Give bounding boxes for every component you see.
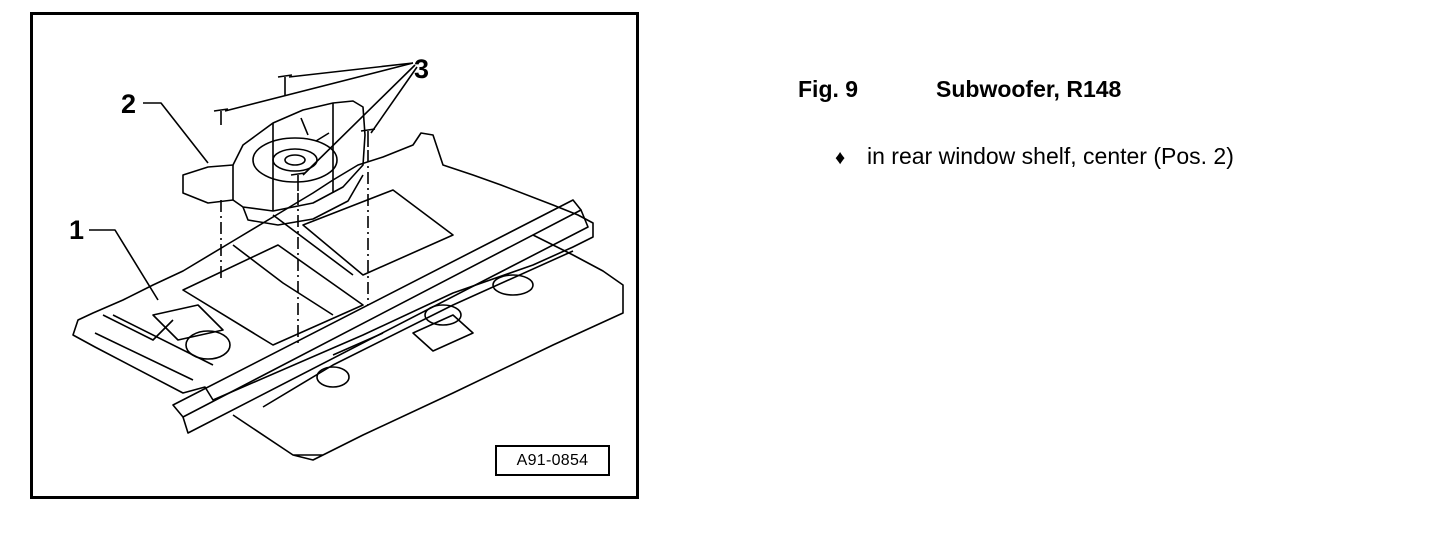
figure-number: Fig. 9 (798, 76, 859, 102)
bullet-item: ♦ in rear window shelf, center (Pos. 2) (835, 143, 1234, 170)
bullet-text: in rear window shelf, center (Pos. 2) (867, 143, 1234, 169)
lower-panel (232, 234, 624, 461)
callout-3: 3 (414, 54, 430, 84)
figure-caption: Fig. 9 Subwoofer, R148 (798, 76, 1121, 103)
figure-title: Subwoofer, R148 (936, 76, 1122, 102)
diamond-bullet-icon: ♦ (835, 147, 846, 169)
rear-shelf-panel (72, 132, 594, 401)
callout-2: 2 (121, 89, 137, 119)
cross-rail (172, 199, 582, 418)
figure-id-label: A91-0854 (495, 445, 610, 476)
callout-1: 1 (69, 215, 85, 245)
shelf-opening (182, 244, 364, 346)
rear-shelf-subwoofer-drawing (72, 62, 624, 461)
figure-frame: 1 2 3 A91-0854 (30, 12, 639, 499)
subwoofer-cone (252, 137, 338, 183)
fastener-screws (213, 74, 376, 191)
